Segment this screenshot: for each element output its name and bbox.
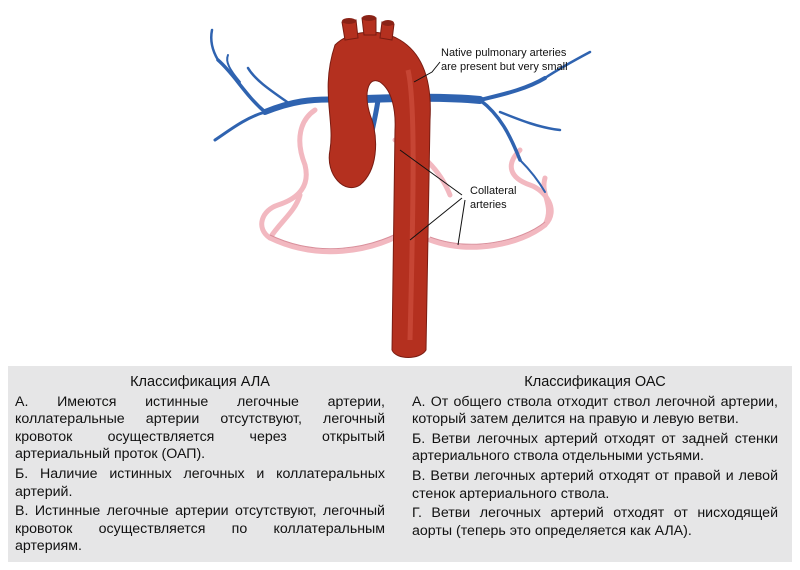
- aorta: [327, 15, 431, 358]
- ala-item-c: В. Истинные легочные артерии отсутствуют…: [15, 503, 385, 555]
- pulmonary-arteries: [210, 28, 592, 193]
- oas-item-c: В. Ветви легочных артерий отходят от пра…: [412, 467, 778, 502]
- collateral-arteries-label: Collateral arteries: [470, 185, 517, 211]
- classification-panel: Классификация АЛА А. Имеются истинные ле…: [8, 366, 792, 562]
- classification-oas: Классификация ОАС А. От общего ствола от…: [412, 374, 778, 542]
- ala-title: Классификация АЛА: [130, 374, 270, 390]
- native-pulmonary-label: Native pulmonary arteries are present bu…: [441, 47, 568, 73]
- ala-item-a: А. Имеются истинные легочные артерии, ко…: [15, 393, 385, 463]
- leader-lines: [399, 61, 466, 246]
- oas-title: Классификация ОАС: [524, 374, 666, 390]
- oas-item-b: Б. Ветви легочных артерий отходят от зад…: [412, 430, 778, 465]
- anatomy-illustration: [210, 15, 592, 358]
- classification-ala: Классификация АЛА А. Имеются истинные ле…: [15, 374, 385, 558]
- anatomy-figure: Native pulmonary arteries are present bu…: [210, 15, 592, 358]
- collateral-outline: [269, 221, 546, 250]
- ala-item-b: Б. Наличие истинных легочных и коллатера…: [15, 465, 385, 500]
- oas-item-d: Г. Ветви легочных артерий отходят от нис…: [412, 505, 778, 539]
- oas-item-a: А. От общего ствола отходит ствол легочн…: [412, 393, 778, 428]
